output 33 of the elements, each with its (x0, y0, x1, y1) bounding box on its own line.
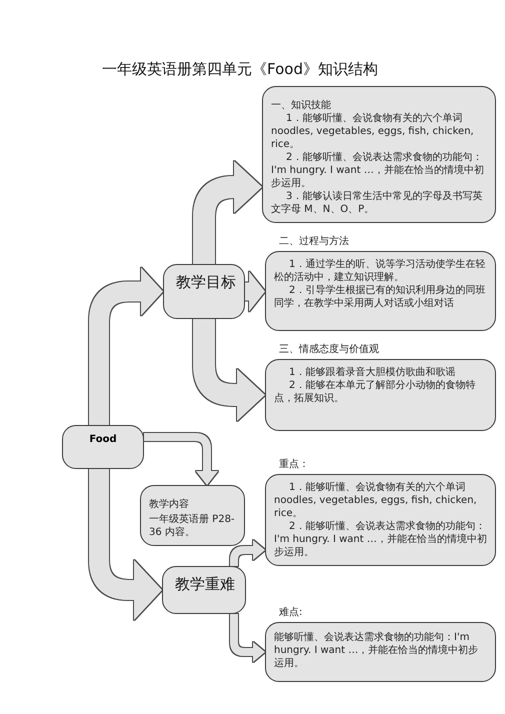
rounded-box (62, 425, 144, 469)
item-text: 1．能够跟着录音大胆模仿歌曲和歌谣 (288, 366, 456, 379)
block-arrow (89, 469, 162, 620)
item-text: 一年级英语册 P28-36 内容。 (149, 513, 236, 539)
item-text: 能够听懂、会说表达需求食物的功能句：I'm hungry. I want …，并能在恰当的情境中初步运用。 (274, 631, 480, 670)
section-heading: 三、情感态度与价值观 (279, 343, 379, 356)
item-text: 2．能够听懂、会说表达需求食物的功能句：I'm hungry. I want …，并能在恰当的情境中初步运用。 (274, 520, 487, 559)
rounded-box (163, 264, 245, 319)
section-heading: 一、知识技能 (271, 99, 331, 112)
node-label: Food (89, 434, 117, 446)
title: 一年级英语册第四单元《Food》知识结构 (102, 60, 378, 78)
item-text: 2．能够在本单元了解部分小动物的食物特点，拓展知识。 (274, 379, 476, 405)
block-arrow (230, 540, 265, 566)
item-text: 2．引导学生根据已有的知识利用身边的同班同学，在教学中采用两人对话或小组对话 (274, 284, 486, 310)
block-arrow (193, 161, 262, 264)
section-heading: 教学内容 (149, 498, 189, 511)
rounded-box (262, 86, 496, 223)
item-text: 2．能够听懂、会说表达需求食物的功能句：I'm hungry. I want …，并能在恰当的情境中初步运用。 (271, 151, 485, 190)
section-heading: 重点： (279, 458, 309, 471)
item-text: 1．能够听懂、会说食物有关的六个单词 noodles, vegetables, eggs, fish, chicken, rice。 (274, 481, 478, 520)
rounded-box (162, 566, 246, 614)
block-arrow (193, 319, 265, 421)
node-label: 教学目标 (176, 273, 236, 291)
item-text: 1．通过学生的听、说等学习活动使学生在轻松的活动中，建立知识理解。 (274, 258, 486, 284)
block-arrow (89, 268, 163, 425)
section-heading: 二、过程与方法 (279, 235, 349, 248)
item-text: 1．能够听懂、会说食物有关的六个单词 noodles, vegetables, eggs, fish, chicken, rice。 (271, 112, 475, 151)
node-label: 教学重难 (175, 575, 235, 593)
rounded-box (140, 485, 245, 546)
item-text: 3．能够认读日常生活中常见的字母及书写英文字母 M、N、O、P。 (271, 190, 484, 216)
block-arrow (144, 433, 218, 485)
block-arrow (245, 272, 265, 312)
section-heading: 难点: (279, 606, 302, 619)
